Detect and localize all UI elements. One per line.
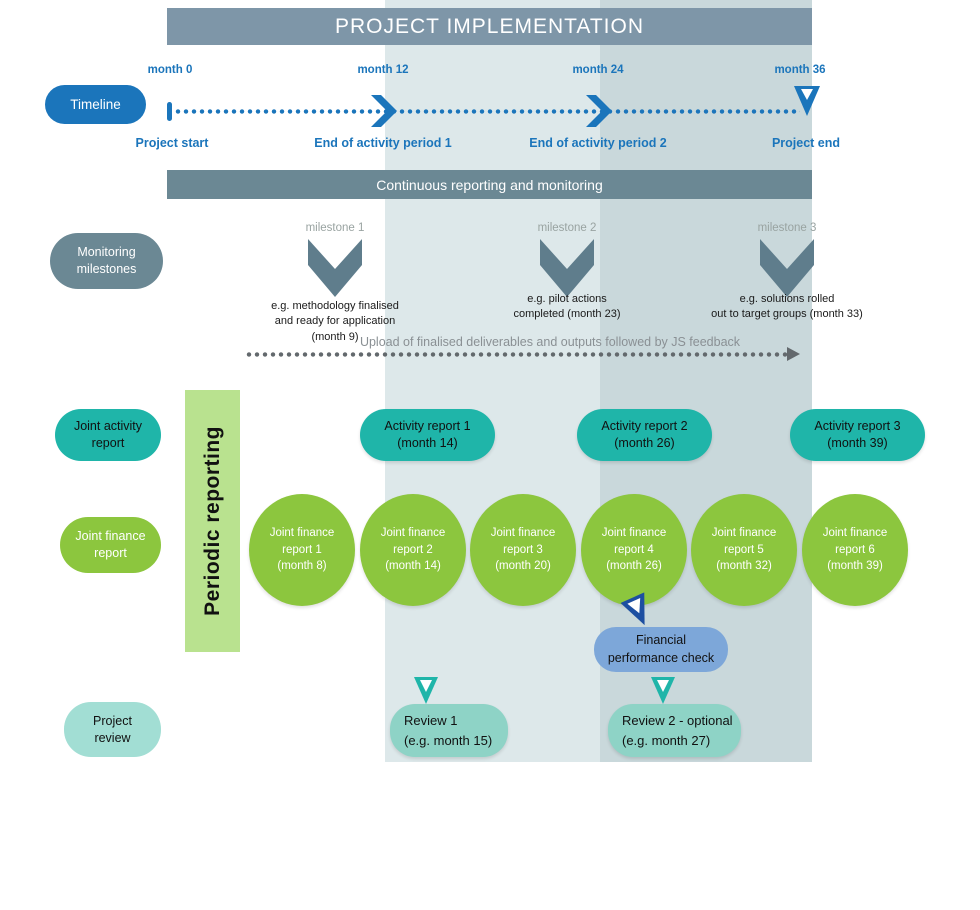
timeline-label-pill: Timeline [45, 85, 146, 124]
timeline-label: Timeline [70, 97, 121, 112]
activity-report-month: (month 26) [614, 436, 675, 450]
finance-circle-line: report 3 [503, 543, 543, 556]
activity-report-1-pill: Activity report 1 (month 14) [360, 409, 495, 461]
joint-finance-report-5-circle: Joint finance report 5 (month 32) [691, 494, 797, 606]
finance-circle-line: (month 8) [277, 560, 327, 573]
milestone-3-description: e.g. solutions rolled out to target grou… [667, 292, 907, 323]
activity-report-3-pill: Activity report 3 (month 39) [790, 409, 925, 461]
continuous-reporting-bar: Continuous reporting and monitoring [167, 170, 812, 199]
caption-project-start: Project start [135, 136, 209, 150]
activity-report-title: Activity report 3 [814, 418, 901, 433]
financial-check-pin-icon [620, 592, 645, 626]
continuous-reporting-label: Continuous reporting and monitoring [376, 176, 603, 193]
financial-performance-check-pill: Financial performance check [594, 627, 728, 672]
joint-finance-report-4-circle: Joint finance report 4 (month 26) [581, 494, 687, 606]
activity-report-title: Activity report 2 [601, 418, 688, 433]
joint-finance-report-2-circle: Joint finance report 2 (month 14) [360, 494, 466, 606]
finance-circle-line: report 2 [393, 543, 433, 556]
milestone-desc-line: e.g. pilot actions [527, 293, 607, 305]
chevron-right-icon [371, 95, 397, 127]
activity-report-title: Activity report 1 [384, 418, 471, 433]
financial-check-line: performance check [607, 650, 715, 665]
caption-end-period-1: End of activity period 1 [314, 136, 452, 150]
project-review-label-line: review [94, 730, 131, 745]
joint-activity-label-line: report [91, 436, 125, 450]
finance-circle-line: (month 14) [385, 560, 441, 573]
milestone-desc-line: out to target groups (month 33) [711, 308, 863, 321]
timeline-start-tick [167, 102, 172, 121]
milestone-3-name: milestone 3 [757, 222, 817, 234]
joint-finance-report-1-circle: Joint finance report 1 (month 8) [249, 494, 355, 606]
monitoring-label-line: milestones [76, 262, 137, 276]
milestone-desc-line: (month 9) [311, 330, 359, 343]
finance-circle-line: Joint finance [601, 526, 667, 539]
review-marker-icon [651, 677, 675, 704]
review-month: (e.g. month 15) [404, 732, 493, 748]
finance-circle-line: (month 20) [495, 560, 551, 573]
review-title: Review 1 [404, 713, 458, 728]
milestone-desc-line: and ready for application [274, 315, 396, 328]
joint-activity-label-line: Joint activity [73, 419, 143, 434]
finance-circle-line: (month 32) [716, 560, 772, 573]
milestone-1-name: milestone 1 [305, 222, 365, 234]
review-1-pill: Review 1 (e.g. month 15) [390, 704, 508, 757]
monitoring-milestones-pill: Monitoring milestones [50, 233, 163, 289]
review-title: Review 2 - optional [622, 713, 733, 728]
activity-report-month: (month 39) [827, 436, 888, 450]
joint-finance-label-line: report [94, 546, 127, 560]
milestone-chevron-icon [308, 239, 362, 297]
caption-project-end: Project end [771, 136, 841, 150]
month-label-24: month 24 [572, 64, 624, 76]
monitoring-label-line: Monitoring [77, 245, 136, 260]
activity-period-1-band [385, 0, 600, 762]
finance-circle-line: Joint finance [822, 526, 888, 539]
finance-circle-line: (month 39) [827, 560, 883, 573]
finance-circle-line: Joint finance [490, 526, 556, 539]
milestone-2-description: e.g. pilot actions completed (month 23) [477, 292, 657, 323]
joint-finance-report-6-circle: Joint finance report 6 (month 39) [802, 494, 908, 606]
periodic-reporting-bar: Periodic reporting [185, 390, 240, 652]
upload-note: Upload of finalised deliverables and out… [359, 335, 741, 349]
milestone-chevron-icon [540, 239, 594, 297]
arrow-right-icon [787, 347, 800, 361]
project-end-marker-icon [794, 86, 820, 116]
timeline-dotted-line [174, 109, 800, 114]
month-label-12: month 12 [357, 64, 409, 76]
finance-circle-line: report 5 [724, 543, 764, 556]
activity-report-2-pill: Activity report 2 (month 26) [577, 409, 712, 461]
financial-check-line: Financial [635, 633, 687, 647]
month-label-36: month 36 [774, 64, 826, 76]
review-marker-icon [414, 677, 438, 704]
month-label-0: month 0 [147, 64, 193, 76]
activity-report-month: (month 14) [397, 436, 458, 450]
milestone-desc-line: e.g. methodology finalised [271, 300, 399, 312]
project-review-pill: Project review [64, 702, 161, 757]
milestone-chevron-icon [760, 239, 814, 297]
project-implementation-header: PROJECT IMPLEMENTATION [167, 8, 812, 45]
project-review-label-line: Project [93, 713, 132, 728]
finance-circle-line: Joint finance [269, 526, 335, 539]
joint-activity-report-pill: Joint activity report [55, 409, 161, 461]
finance-circle-line: Joint finance [380, 526, 446, 539]
header-title: PROJECT IMPLEMENTATION [334, 14, 645, 38]
joint-finance-label-line: Joint finance [75, 529, 146, 544]
chevron-right-icon [586, 95, 612, 127]
caption-end-period-2: End of activity period 2 [529, 136, 667, 150]
joint-finance-report-pill: Joint finance report [60, 517, 161, 573]
finance-circle-line: report 4 [614, 543, 654, 556]
finance-circle-line: report 1 [282, 543, 322, 556]
milestone-2-name: milestone 2 [537, 222, 597, 234]
finance-circle-line: Joint finance [711, 526, 777, 539]
review-month: (e.g. month 27) [622, 732, 711, 748]
milestone-desc-line: completed (month 23) [513, 308, 621, 321]
milestone-1-description: e.g. methodology finalised and ready for… [245, 299, 425, 345]
finance-circle-line: (month 26) [606, 560, 662, 573]
joint-finance-report-3-circle: Joint finance report 3 (month 20) [470, 494, 576, 606]
review-2-pill: Review 2 - optional (e.g. month 27) [608, 704, 741, 757]
upload-dotted-line [245, 352, 788, 357]
periodic-reporting-label: Periodic reporting [200, 426, 224, 616]
finance-circle-line: report 6 [835, 543, 875, 556]
milestone-desc-line: e.g. solutions rolled [739, 293, 835, 305]
